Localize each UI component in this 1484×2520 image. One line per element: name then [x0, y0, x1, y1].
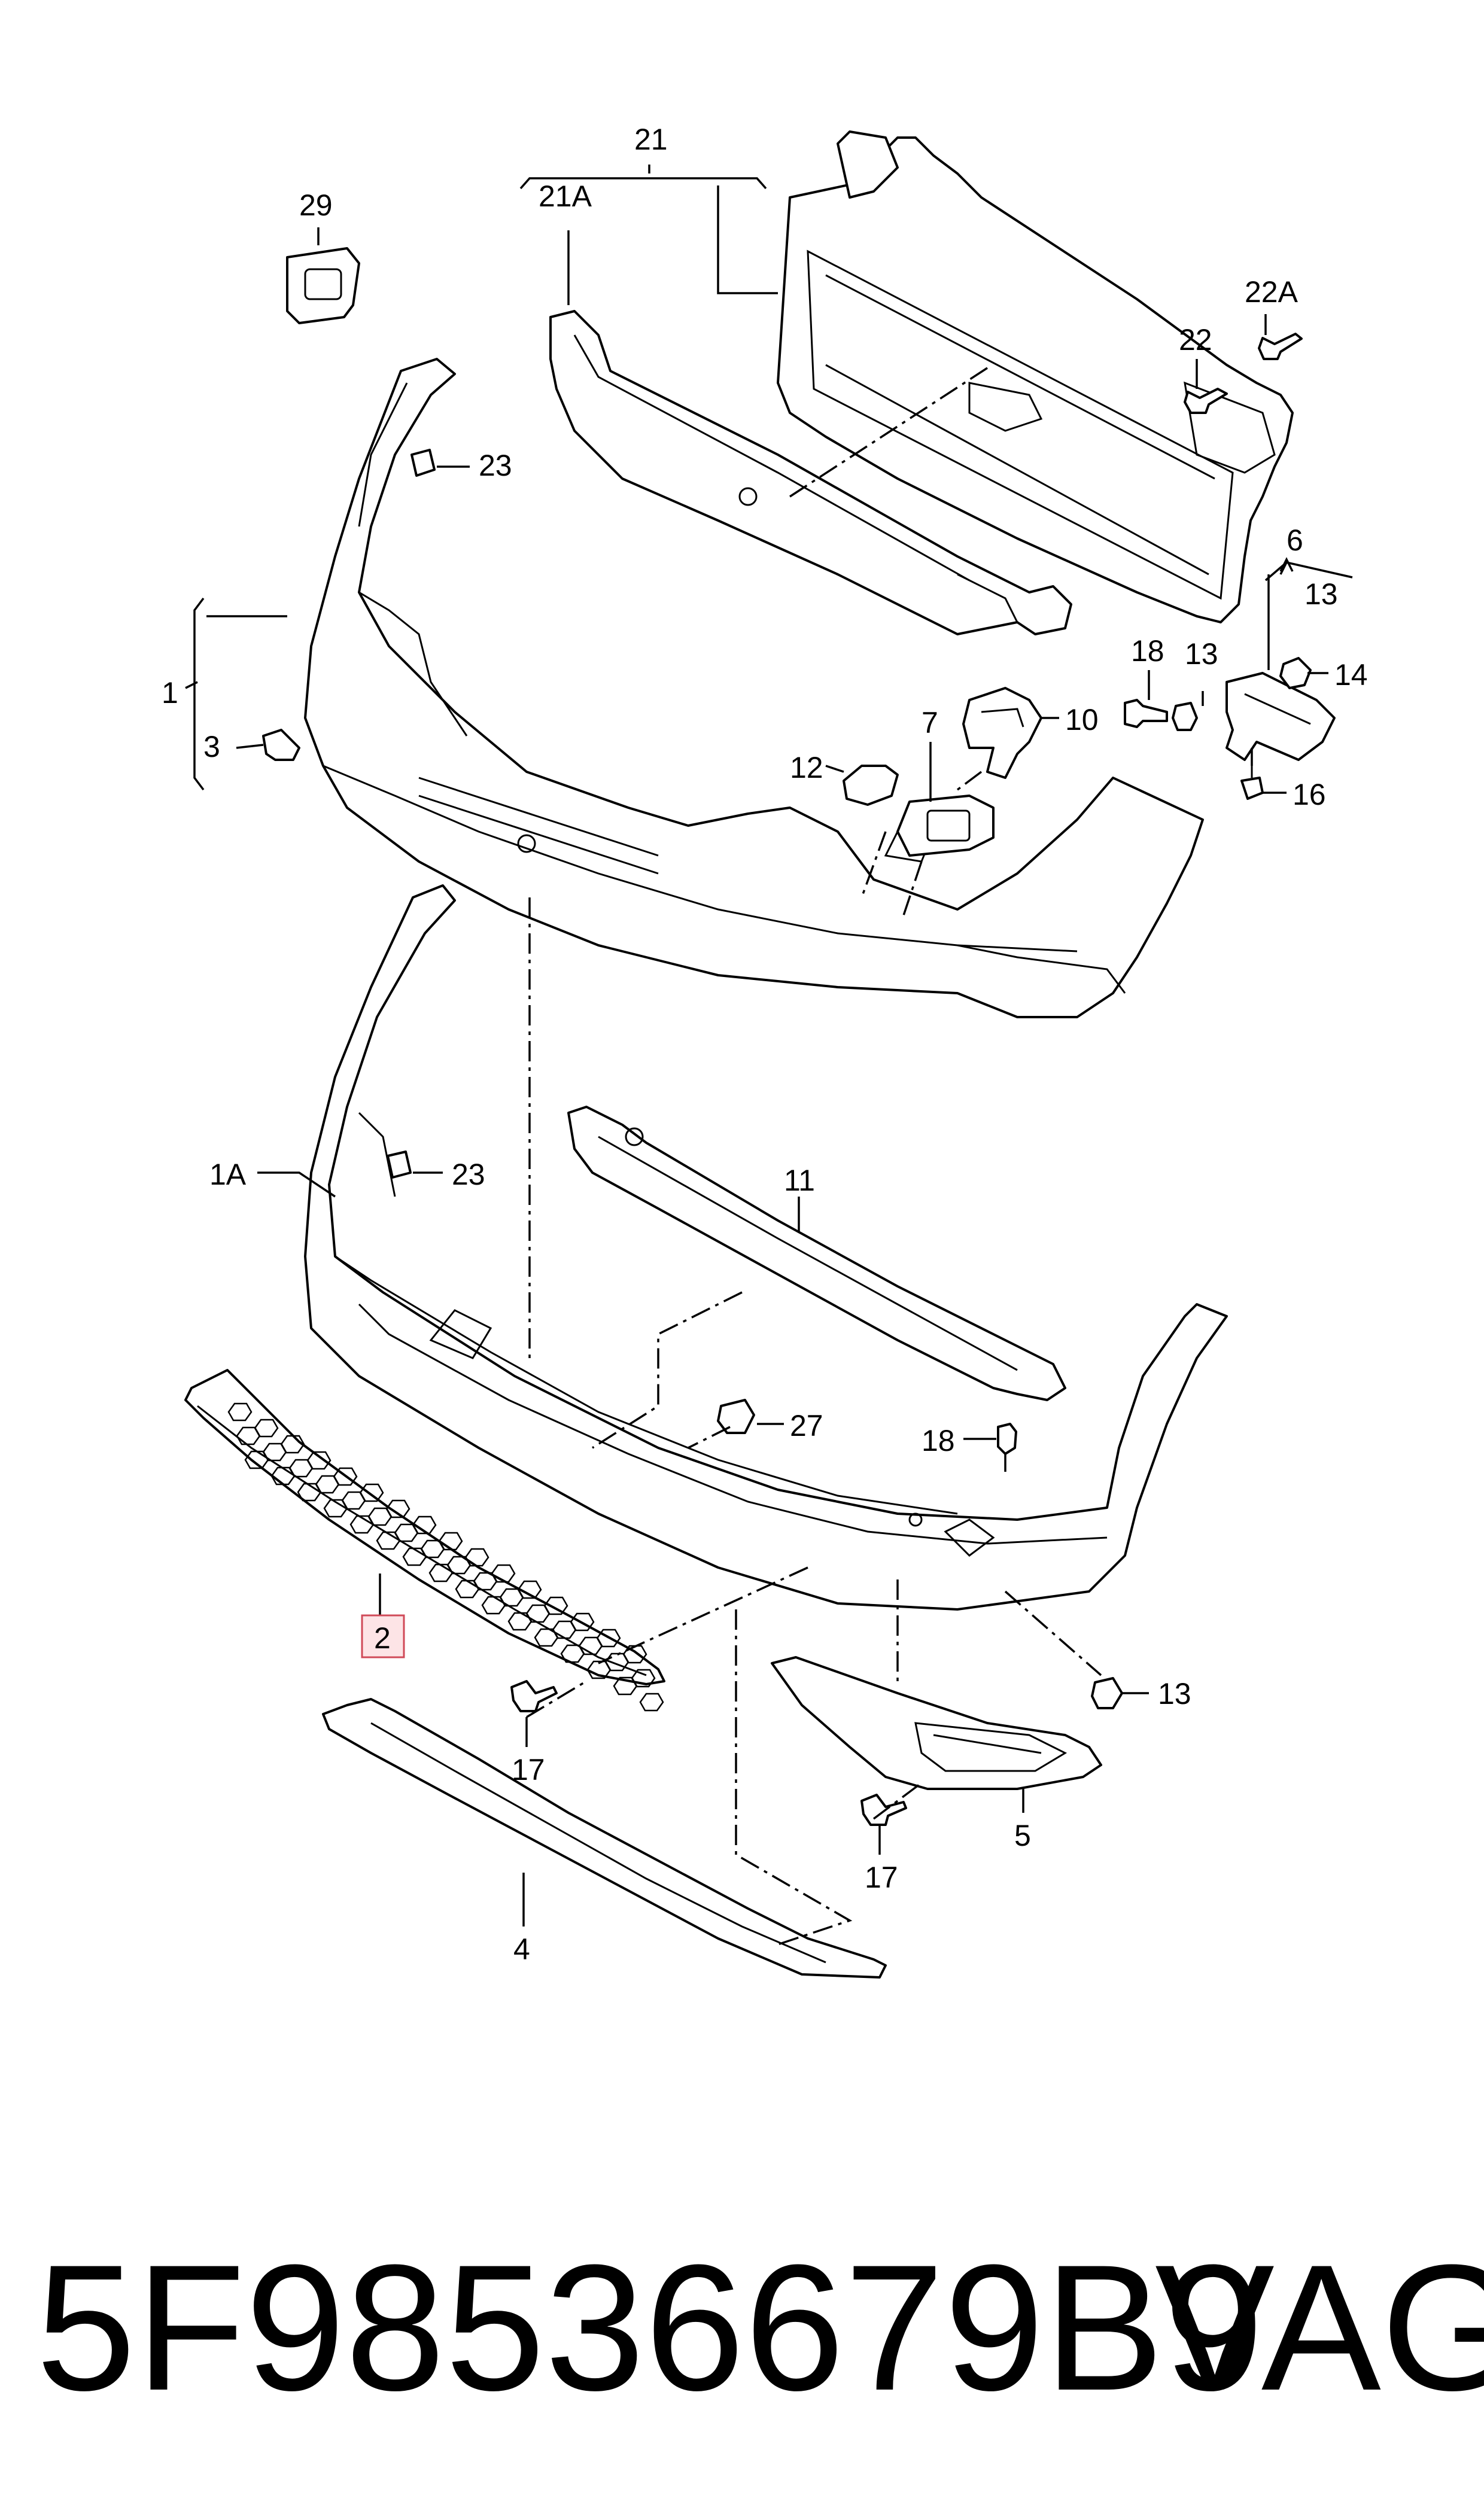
part-22-bolt[interactable]: [1184, 388, 1228, 414]
part-23-clip-lower[interactable]: [387, 1151, 412, 1179]
label-11: 11: [784, 1164, 815, 1197]
grille-mesh: [227, 1402, 664, 1712]
label-3: 3: [203, 730, 220, 763]
part-18-screw-upper[interactable]: [1124, 699, 1168, 728]
grille-cell: [227, 1402, 253, 1422]
grille-cell: [359, 1483, 384, 1502]
label-1A: 1A: [209, 1158, 247, 1191]
label-22A: 22A: [1245, 275, 1298, 309]
part-1-bumper-cover[interactable]: [304, 358, 1204, 1018]
label-12: 12: [790, 751, 823, 784]
grille-cell: [491, 1564, 516, 1583]
part-5-fog-light-bezel[interactable]: [771, 1656, 1102, 1790]
part-13-nut-upper[interactable]: [1172, 702, 1198, 731]
grille-cell: [333, 1467, 358, 1486]
part-29-cap[interactable]: [286, 247, 360, 324]
brand-name: VAG: [1155, 2227, 1484, 2428]
footer: 5F98536679B9 VAG: [0, 2226, 1484, 2429]
part-21A-impact-bar[interactable]: [549, 310, 1072, 635]
label-16: 16: [1293, 778, 1326, 811]
highlight-box: [361, 1614, 405, 1658]
part-16-screw[interactable]: [1240, 766, 1264, 800]
grille-cell: [570, 1612, 595, 1632]
grille-cell: [385, 1499, 410, 1518]
label-23-upper: 23: [479, 449, 512, 482]
label-4: 4: [513, 1932, 530, 1966]
part-6-side-bracket[interactable]: [1225, 672, 1336, 761]
exploded-parts-diagram: 21 21A 29 22 22A 23 1 3 6 13 18 13 14 7 …: [162, 123, 1368, 1979]
part-10-sensor-holder[interactable]: [962, 687, 1042, 779]
label-27: 27: [790, 1409, 823, 1442]
part-14-nut[interactable]: [1279, 657, 1312, 689]
grille-cell: [622, 1645, 647, 1664]
part-17-screw-lower-right[interactable]: [860, 1794, 907, 1826]
grille-cell: [596, 1629, 621, 1648]
part-1A-bumper-cover[interactable]: [304, 884, 1228, 1611]
part-12-cover[interactable]: [843, 765, 899, 806]
grille-cell: [280, 1435, 305, 1454]
callout-labels: 21 21A 29 22 22A 23 1 3 6 13 18 13 14 7 …: [162, 123, 1368, 1966]
part-23-clip-upper[interactable]: [410, 449, 436, 477]
label-7: 7: [922, 706, 938, 739]
part-17-screw-lower-left[interactable]: [510, 1680, 558, 1712]
part-3-clip[interactable]: [262, 729, 300, 761]
label-14: 14: [1334, 658, 1368, 692]
part-number: 5F98536679B9: [36, 2227, 1264, 2428]
part-18-screw-lower[interactable]: [997, 1423, 1017, 1455]
part-22A-bolt[interactable]: [1258, 333, 1303, 360]
grille-cell: [254, 1419, 279, 1438]
label-17-right: 17: [865, 1861, 898, 1894]
part-2-grille[interactable]: [184, 1369, 665, 1712]
part-11-mounting-strip[interactable]: [567, 1106, 1066, 1401]
label-17-left: 17: [512, 1753, 545, 1786]
part-7-bracket[interactable]: [896, 795, 995, 857]
label-18-upper: 18: [1131, 634, 1164, 668]
grille-cell: [517, 1580, 542, 1599]
label-21A: 21A: [539, 179, 592, 213]
part-4-spoiler[interactable]: [322, 1698, 887, 1979]
label-18-lower: 18: [922, 1424, 955, 1457]
leader-lines: [185, 165, 1353, 1926]
label-21: 21: [634, 123, 668, 156]
label-2: 2: [374, 1621, 391, 1655]
label-29: 29: [299, 188, 333, 222]
label-13-mid: 13: [1185, 637, 1218, 671]
grille-cell: [464, 1548, 489, 1567]
label-13-lower: 13: [1158, 1677, 1191, 1711]
label-6: 6: [1287, 524, 1303, 557]
grille-cell: [438, 1532, 463, 1551]
grille-cell: [543, 1596, 568, 1615]
grille-cell: [631, 1669, 656, 1688]
label-23-lower: 23: [452, 1158, 485, 1191]
grille-cell: [306, 1451, 332, 1470]
part-21-radiator-frame[interactable]: [777, 130, 1294, 623]
label-22: 22: [1179, 323, 1212, 357]
grille-cell: [412, 1515, 437, 1535]
label-10: 10: [1065, 703, 1099, 736]
grille-cell: [639, 1693, 664, 1712]
label-1: 1: [162, 676, 178, 710]
label-13-top: 13: [1304, 577, 1338, 611]
part-13-nut-lower[interactable]: [1091, 1677, 1123, 1709]
part-27-clip[interactable]: [717, 1399, 755, 1434]
label-5: 5: [1014, 1819, 1031, 1852]
assembly-lines: [526, 367, 1253, 1946]
